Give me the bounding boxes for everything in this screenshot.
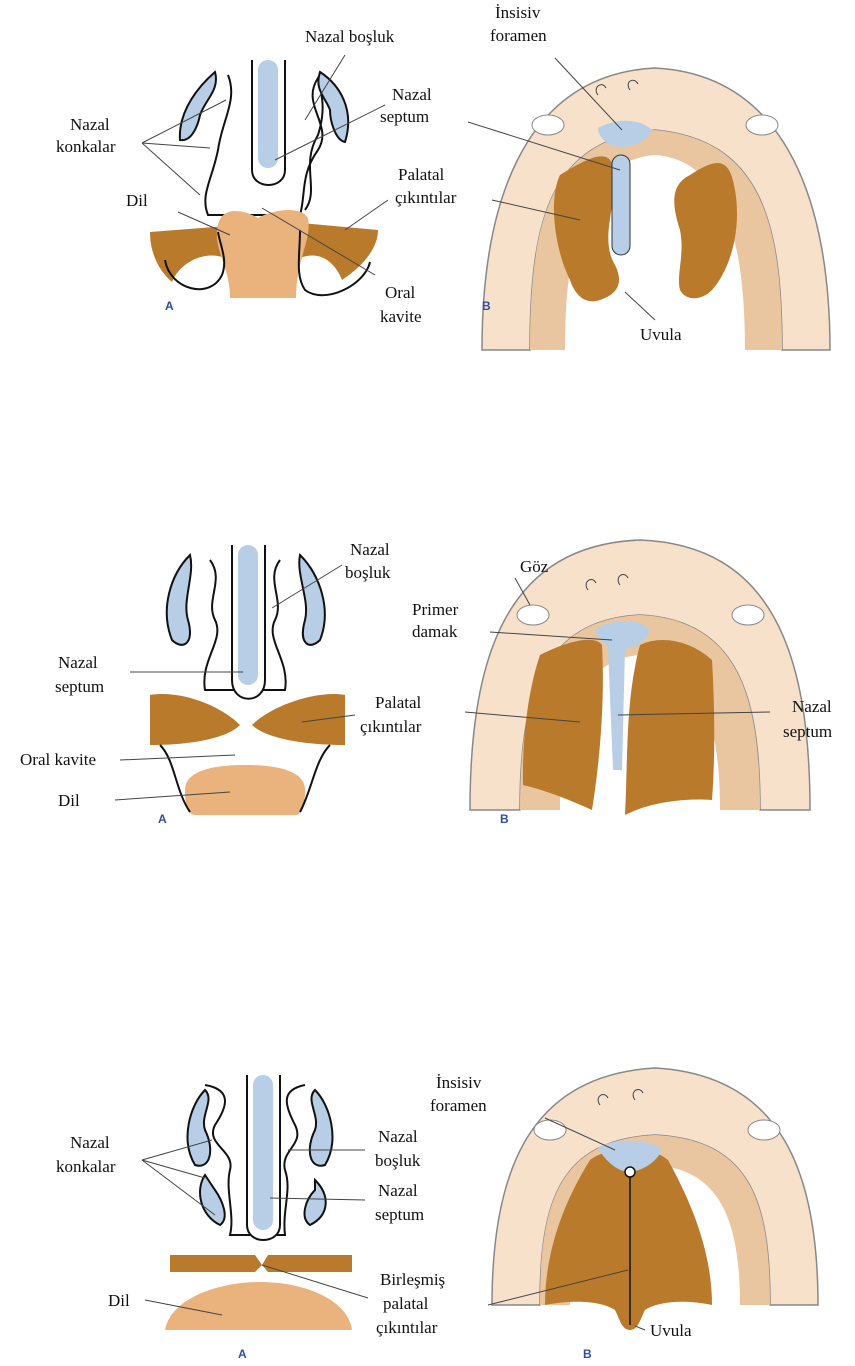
label-bosluk-1: Nazal [378,1127,418,1146]
label-bosluk-1: Nazal [350,540,390,559]
stage3-panel-a: Nazal konkalar Nazal boşluk Nazal septum… [56,1075,445,1361]
palatal-shelf-right [674,163,737,298]
label-dil: Dil [126,191,148,210]
label-palatal-1: Palatal [375,693,422,712]
label-oral-1: Oral [385,283,415,302]
concha-right [299,555,325,645]
label-septum-1: Nazal [378,1181,418,1200]
nasal-septum [608,648,625,770]
foramen-opening [625,1167,635,1177]
label-dil: Dil [108,1291,130,1310]
stage3-panel-b: İnsisiv foramen Uvula B [430,1068,818,1361]
label-oral-kavite: Oral kavite [20,750,96,769]
tongue [165,1282,352,1330]
stage2-panel-a: Nazal boşluk Nazal septum Palatal çıkınt… [20,540,422,826]
label-nazal-konkalar-1: Nazal [70,115,110,134]
nasal-septum [612,155,630,255]
stage2-panel-b: Göz Primer damak Nazal septum B [412,540,832,826]
label-insisiv-1: İnsisiv [436,1073,482,1092]
label-septum-2: septum [783,722,832,741]
label-oral-2: kavite [380,307,422,326]
palatal-shelf-right [252,694,345,745]
label-nazal-bosluk: Nazal boşluk [305,27,395,46]
eye-left [534,1120,566,1140]
label-bosluk-2: boşluk [375,1151,421,1170]
label-birlesmis-3: çıkıntılar [376,1318,438,1337]
concha-left [188,1090,211,1166]
panel-letter-a: A [165,299,174,313]
label-palatal-1: Palatal [398,165,445,184]
label-septum-1: Nazal [58,653,98,672]
leader-uvula [635,1326,645,1330]
tongue [217,210,309,298]
label-konkalar-1: Nazal [70,1133,110,1152]
concha-left [180,72,216,140]
panel-letter-b: B [482,299,491,313]
label-dil: Dil [58,791,80,810]
label-nazal-konkalar-2: konkalar [56,137,116,156]
leader-konka-3 [142,143,200,195]
label-birlesmis-1: Birleşmiş [380,1270,445,1289]
stage1-panel-b: İnsisiv foramen Uvula B [468,3,830,350]
eye-left [517,605,549,625]
label-insisiv-1: İnsisiv [495,3,541,22]
leader-palatal [345,200,388,230]
panel-letter-b: B [500,812,509,826]
nasal-septum [253,1075,273,1230]
nasal-septum [258,60,278,168]
label-septum-2: septum [375,1205,424,1224]
leader-oral [120,755,235,760]
label-insisiv-2: foramen [430,1096,487,1115]
concha-left [167,555,191,645]
label-palatal-2: çıkıntılar [395,188,457,207]
concha-left-lower [200,1175,225,1225]
eye-left [532,115,564,135]
label-septum-1: Nazal [792,697,832,716]
label-nazal-septum-2: septum [380,107,429,126]
tongue [185,765,305,815]
label-septum-2: septum [55,677,104,696]
palatal-shelf-right [625,640,714,815]
nasal-septum [238,545,258,685]
panel-letter-a: A [238,1347,247,1361]
label-uvula: Uvula [640,325,682,344]
label-nazal-septum-1: Nazal [392,85,432,104]
concha-right-lower [305,1180,326,1225]
eye-right [748,1120,780,1140]
leader-uvula [625,292,655,320]
eye-right [746,115,778,135]
label-uvula: Uvula [650,1321,692,1340]
label-bosluk-2: boşluk [345,563,391,582]
concha-right [310,1090,333,1166]
palatal-shelf-left [150,694,240,745]
eye-right [732,605,764,625]
leader-konka-2 [142,143,210,148]
label-palatal-2: çıkıntılar [360,717,422,736]
label-primer-2: damak [412,622,458,641]
fused-palatal-band [170,1255,262,1272]
panel-letter-b: B [583,1347,592,1361]
stage1-panel-a: Nazal boşluk Nazal konkalar Dil Nazal se… [56,27,457,326]
label-insisiv-2: foramen [490,26,547,45]
label-primer-1: Primer [412,600,459,619]
label-birlesmis-2: palatal [383,1294,429,1313]
panel-letter-a: A [158,812,167,826]
label-konkalar-2: konkalar [56,1157,116,1176]
label-goz: Göz [520,557,549,576]
